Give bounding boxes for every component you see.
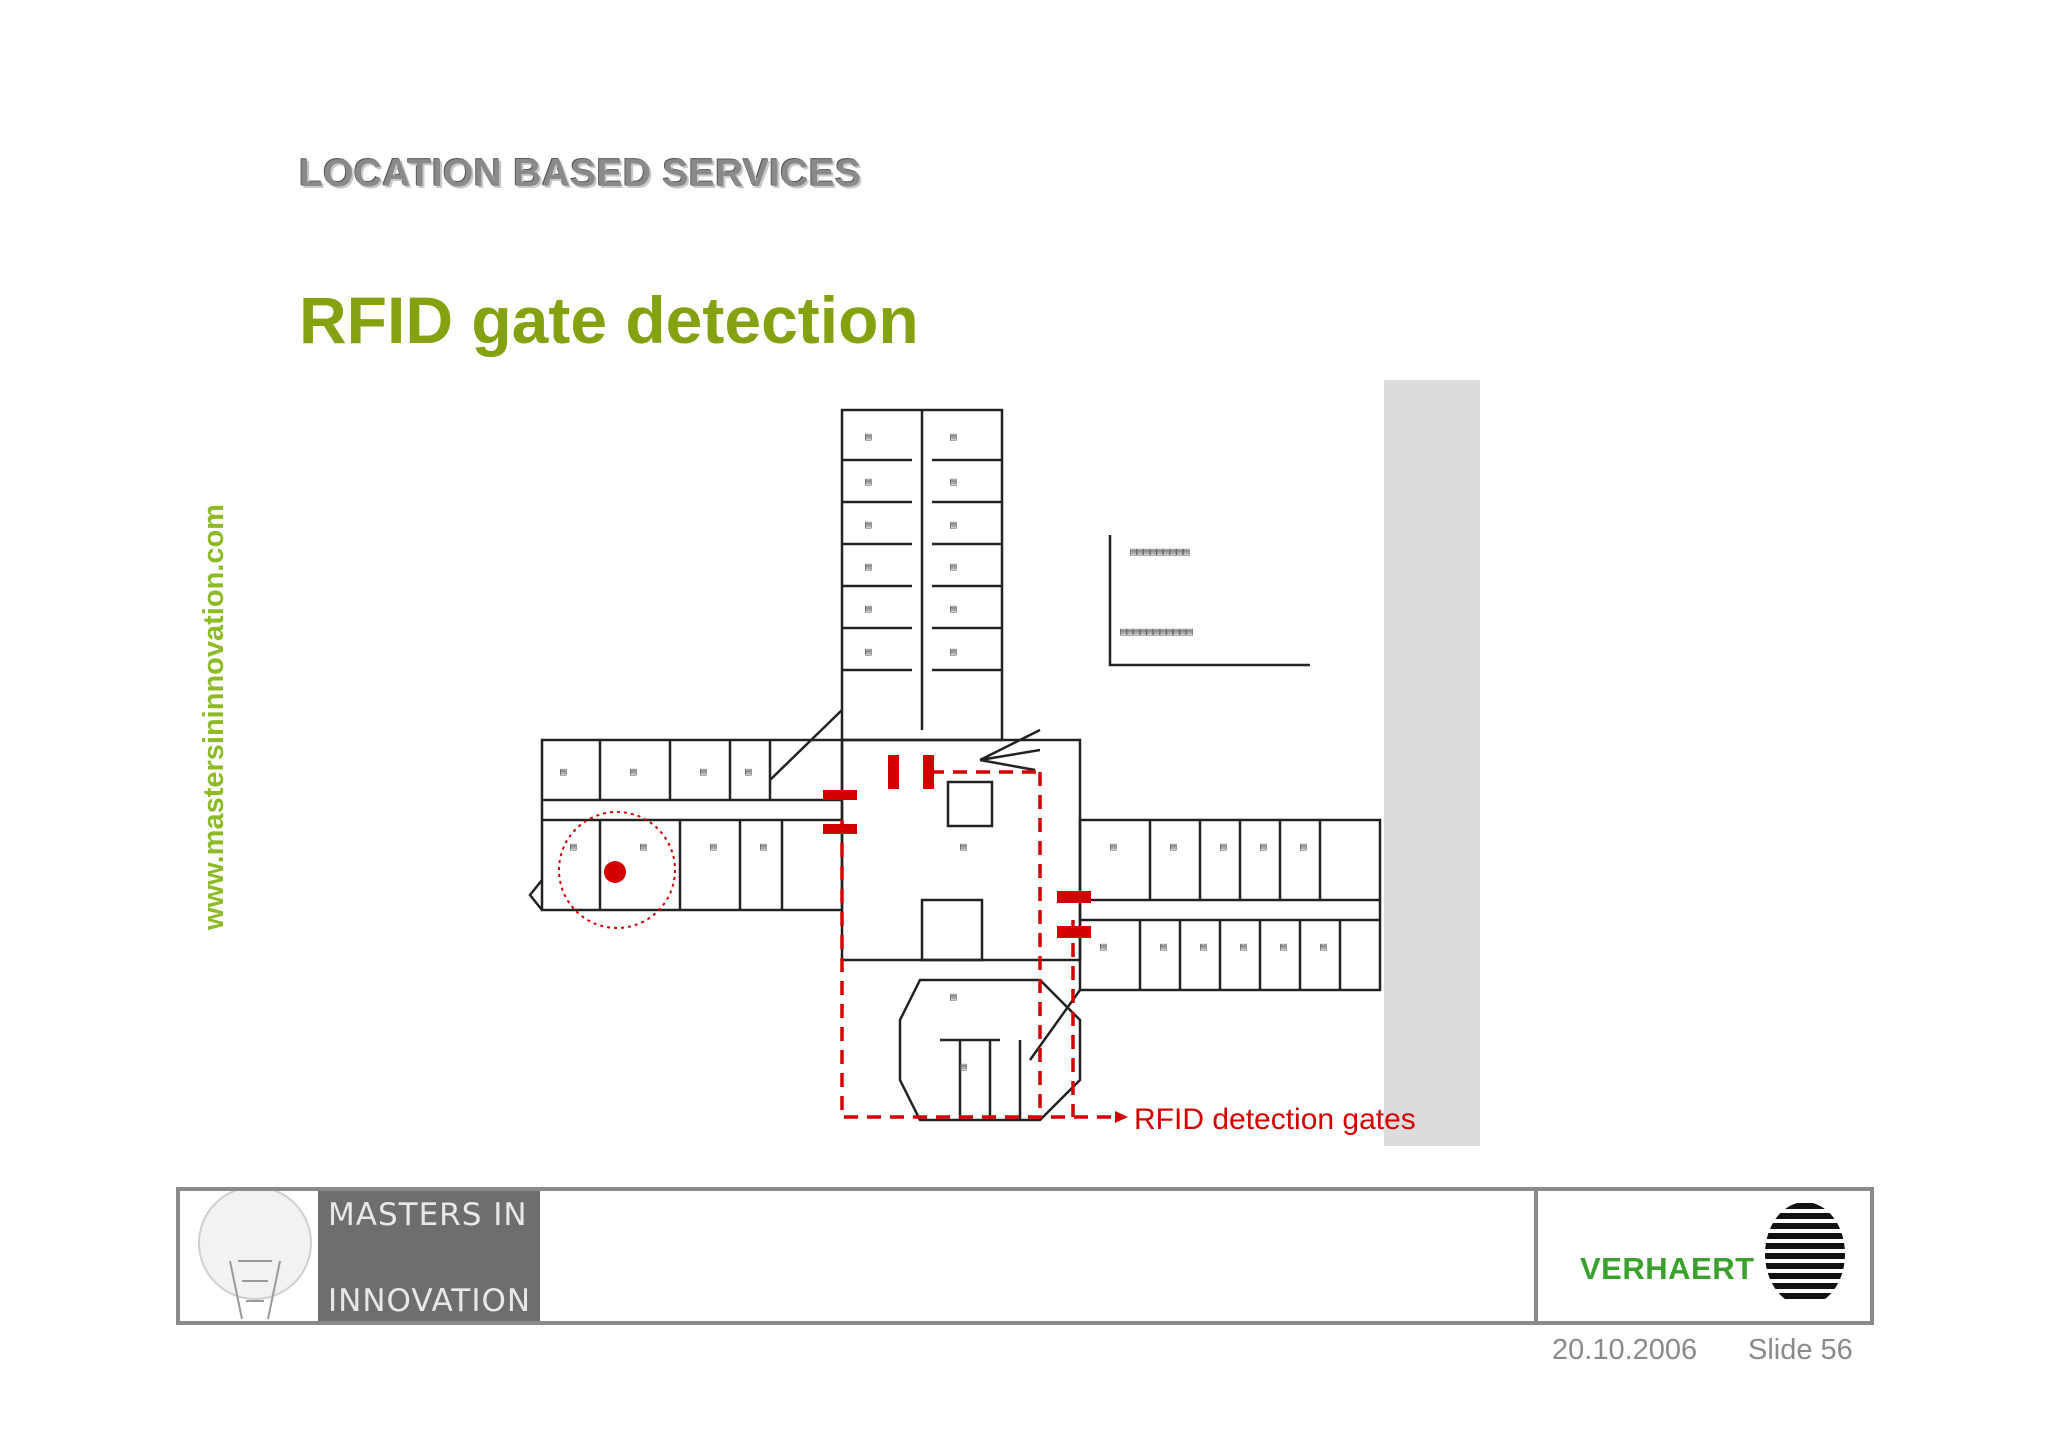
svg-text:▤: ▤	[865, 518, 872, 531]
svg-text:▤: ▤	[950, 518, 957, 531]
svg-text:▤: ▤	[1300, 840, 1307, 853]
rfid-annotation-label: RFID detection gates	[1134, 1103, 1416, 1136]
svg-text:▤: ▤	[1110, 840, 1117, 853]
svg-text:▤: ▤	[640, 840, 647, 853]
svg-text:▤: ▤	[865, 430, 872, 443]
svg-text:▤: ▤	[950, 430, 957, 443]
program-line-2: INNOVATION	[328, 1283, 532, 1319]
program-line-1: MASTERS IN	[328, 1197, 528, 1233]
rfid-gate-4	[823, 824, 857, 834]
connector-arrowhead	[1115, 1111, 1128, 1123]
svg-text:▤: ▤	[1100, 940, 1107, 953]
svg-text:▤: ▤	[950, 990, 957, 1003]
rfid-gate-2	[888, 755, 899, 789]
footer-divider	[1534, 1191, 1538, 1321]
svg-text:▤: ▤	[560, 765, 567, 778]
brand-logo-icon	[1765, 1203, 1845, 1299]
slide-title: RFID gate detection	[299, 283, 919, 357]
svg-text:▤: ▤	[1170, 840, 1177, 853]
svg-text:▤: ▤	[745, 765, 752, 778]
svg-text:▤: ▤	[865, 602, 872, 615]
svg-text:▤: ▤	[950, 560, 957, 573]
svg-text:▤: ▤	[710, 840, 717, 853]
tracked-tag-marker	[604, 861, 626, 883]
svg-text:▤: ▤	[950, 475, 957, 488]
svg-text:▤: ▤	[760, 840, 767, 853]
svg-text:▤: ▤	[1280, 940, 1287, 953]
website-url: www.mastersininnovation.com	[198, 504, 230, 930]
svg-text:▤: ▤	[865, 645, 872, 658]
svg-text:▤: ▤	[950, 645, 957, 658]
svg-text:▤: ▤	[1260, 840, 1267, 853]
svg-text:▤: ▤	[1320, 940, 1327, 953]
plan-labels: ▤▤ ▤▤ ▤▤ ▤▤ ▤▤ ▤▤ ▤▤▤▤ ▤▤▤▤ ▤▤▤▤▤ ▤▤▤▤▤▤…	[560, 430, 1327, 1073]
svg-text:▤▤▤▤▤▤▤▤▤▤▤: ▤▤▤▤▤▤▤▤▤▤▤	[1120, 625, 1193, 638]
gate-connector-lines	[840, 770, 1115, 1119]
svg-text:▤: ▤	[865, 560, 872, 573]
rfid-gate-3	[923, 755, 934, 789]
svg-text:▤: ▤	[865, 475, 872, 488]
rfid-gate-1	[823, 790, 857, 800]
svg-text:▤: ▤	[1200, 940, 1207, 953]
svg-text:▤: ▤	[630, 765, 637, 778]
footer-bar: MASTERS IN INNOVATION VERHAERT	[176, 1186, 1874, 1325]
brand-name: VERHAERT	[1580, 1251, 1755, 1286]
svg-text:▤: ▤	[1240, 940, 1247, 953]
slide-number: Slide 56	[1748, 1334, 1853, 1366]
svg-text:▤: ▤	[960, 1060, 967, 1073]
detection-zone-circle	[558, 811, 676, 929]
svg-text:▤: ▤	[1220, 840, 1227, 853]
light-bulb-icon	[180, 1186, 318, 1321]
slide-date: 20.10.2006	[1552, 1334, 1698, 1366]
svg-text:▤: ▤	[1160, 940, 1167, 953]
floor-plan-figure: ▤▤ ▤▤ ▤▤ ▤▤ ▤▤ ▤▤ ▤▤▤▤ ▤▤▤▤ ▤▤▤▤▤ ▤▤▤▤▤▤…	[528, 380, 1480, 1146]
svg-text:▤: ▤	[960, 840, 967, 853]
gray-side-panel	[1384, 380, 1480, 1146]
svg-text:▤: ▤	[950, 602, 957, 615]
program-logo: MASTERS IN INNOVATION	[318, 1191, 540, 1321]
building-outline	[528, 408, 1382, 1122]
rfid-gate-5	[1057, 891, 1091, 903]
svg-text:▤: ▤	[700, 765, 707, 778]
section-heading: LOCATION BASED SERVICES	[299, 152, 862, 195]
svg-text:▤: ▤	[570, 840, 577, 853]
svg-text:▤▤▤▤▤▤▤▤▤: ▤▤▤▤▤▤▤▤▤	[1130, 545, 1190, 558]
